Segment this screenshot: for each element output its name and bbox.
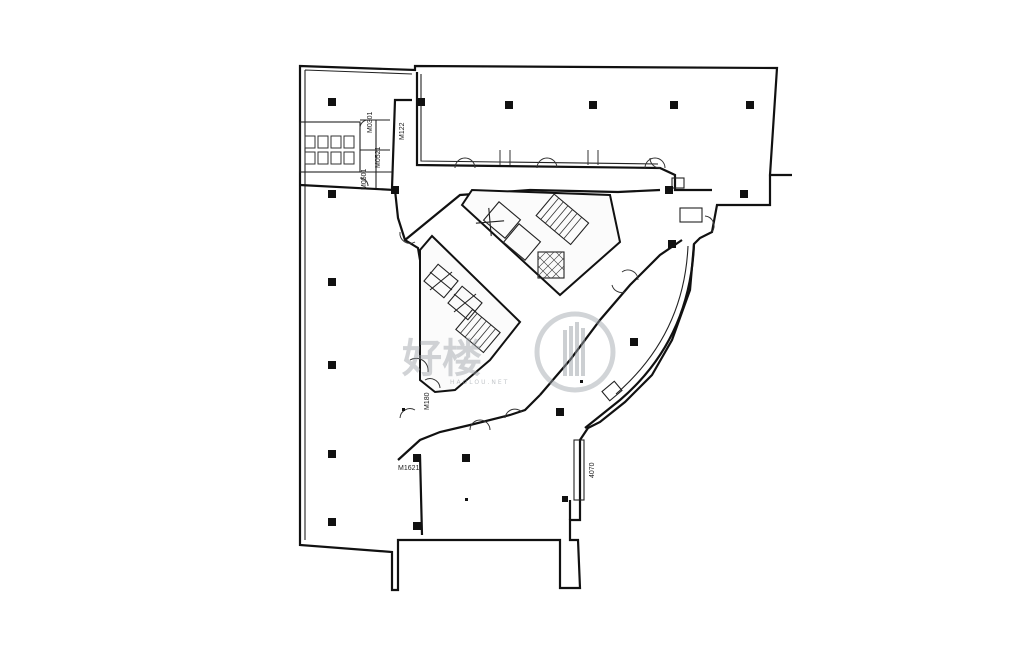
top-office-partition-inner xyxy=(420,74,659,165)
door-swings xyxy=(359,119,715,431)
columns xyxy=(328,98,754,530)
column xyxy=(417,98,425,106)
restroom-stalls xyxy=(304,135,355,165)
utility-box-east xyxy=(679,207,703,223)
corridor-wall-upper xyxy=(404,188,661,241)
column xyxy=(668,240,676,248)
restroom-block xyxy=(299,121,361,173)
column xyxy=(328,361,336,369)
label-dimension-4070: 4070 xyxy=(589,462,596,478)
label-m0301: M0301 xyxy=(367,111,374,133)
column xyxy=(556,408,564,416)
curved-facade-inner xyxy=(615,245,689,395)
column xyxy=(505,101,513,109)
label-m0501: M0501 xyxy=(361,168,368,190)
column xyxy=(413,522,421,530)
top-office-partition xyxy=(415,72,712,192)
left-office-partition xyxy=(299,183,422,261)
column xyxy=(630,338,638,346)
label-m180: M180 xyxy=(424,392,431,410)
label-m1621: M1621 xyxy=(398,465,420,472)
watermark-circle-icon xyxy=(534,311,616,393)
utility-box-north xyxy=(671,177,685,189)
label-m122: M122 xyxy=(399,122,406,140)
column xyxy=(328,98,336,106)
column xyxy=(328,518,336,526)
column xyxy=(402,408,405,411)
restroom-partitions xyxy=(360,119,392,188)
column xyxy=(665,186,673,194)
upper-core-shaft-hatch xyxy=(537,251,565,279)
outer-wall-inner xyxy=(304,69,413,540)
upper-core xyxy=(460,188,622,297)
upper-core-elevators xyxy=(475,201,542,261)
column xyxy=(328,450,336,458)
watermark-subtext: HAOLOU.NET xyxy=(450,379,509,386)
watermark-text: 好楼 xyxy=(401,336,482,382)
column xyxy=(462,454,470,462)
watermark-building-icon xyxy=(563,322,585,376)
bottom-office-partition-2 xyxy=(418,454,572,536)
column xyxy=(328,278,336,286)
bottom-office-partition xyxy=(397,394,541,461)
label-m0521: M0521 xyxy=(375,146,382,168)
upper-core-stair xyxy=(535,193,590,246)
column xyxy=(670,101,678,109)
column xyxy=(465,498,468,501)
column xyxy=(562,496,568,502)
column xyxy=(740,190,748,198)
left-office-partition-2 xyxy=(390,98,412,189)
lower-core xyxy=(419,234,522,394)
column xyxy=(589,101,597,109)
outer-wall xyxy=(298,64,792,592)
curved-facade xyxy=(584,243,696,429)
column xyxy=(413,454,421,462)
column xyxy=(391,186,399,194)
column xyxy=(580,380,583,383)
column xyxy=(746,101,754,109)
lower-core-stair xyxy=(455,308,501,354)
dimension-box xyxy=(573,439,585,501)
column xyxy=(328,190,336,198)
watermark-logo: 好楼 HAOLOU.NET xyxy=(401,311,616,393)
utility-box-southeast xyxy=(601,380,623,402)
